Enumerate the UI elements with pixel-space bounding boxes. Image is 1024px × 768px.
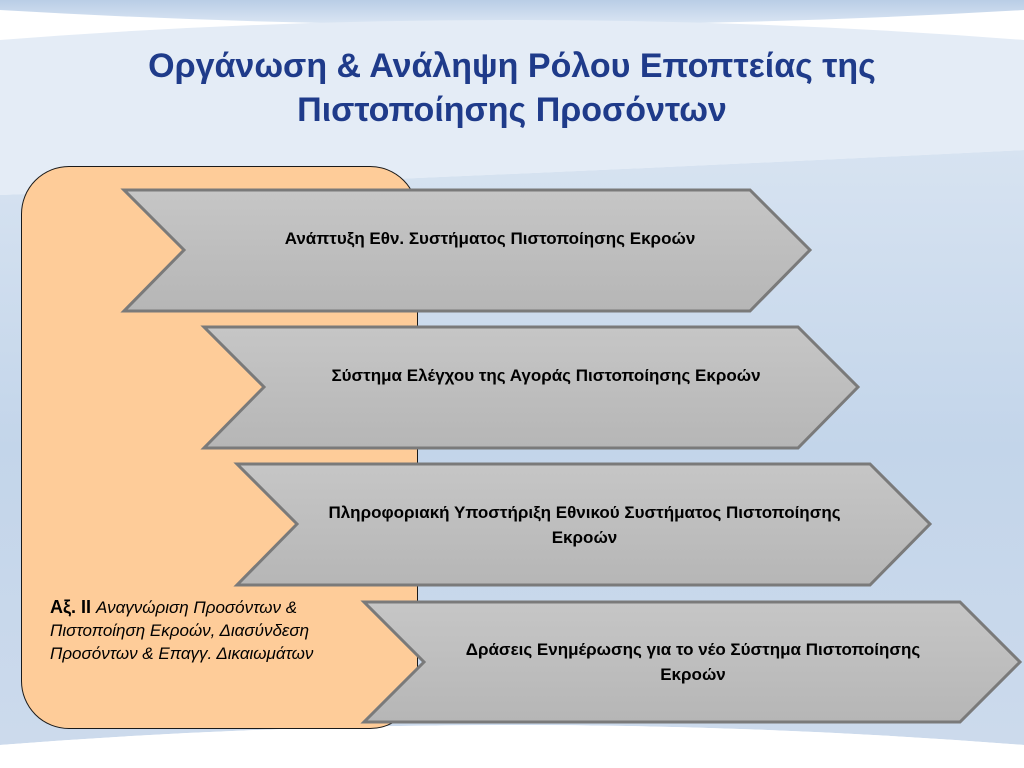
axis-code: Αξ. ΙΙ xyxy=(50,597,97,617)
action-label-1: Ανάπτυξη Εθν. Συστήματος Πιστοποίησης Εκ… xyxy=(284,229,696,248)
axis-description: Αναγνώριση Προσόντων & Πιστοποίηση Εκροώ… xyxy=(50,598,314,663)
action-label-4: Δράσεις Ενημέρωσης για το νέο Σύστημα Πι… xyxy=(465,640,921,684)
action-label-3: Πληροφοριακή Υποστήριξη Εθνικού Συστήματ… xyxy=(328,503,841,547)
chevron-3 xyxy=(233,462,933,587)
slide-title-line-2: Πιστοποίησης Προσόντων xyxy=(297,91,727,129)
chevron-4 xyxy=(360,600,1023,724)
chevron-1 xyxy=(120,188,813,313)
action-label-2: Σύστημα Ελέγχου της Αγοράς Πιστοποίησης … xyxy=(331,366,761,385)
slide-title: Οργάνωση & Ανάληψη Ρόλου Εποπτείας της Π… xyxy=(40,44,984,132)
slide-title-line-1: Οργάνωση & Ανάληψη Ρόλου Εποπτείας της xyxy=(148,47,876,85)
chevron-2 xyxy=(200,325,861,450)
axis-label: Αξ. ΙΙ Αναγνώριση Προσόντων & Πιστοποίησ… xyxy=(50,596,380,665)
